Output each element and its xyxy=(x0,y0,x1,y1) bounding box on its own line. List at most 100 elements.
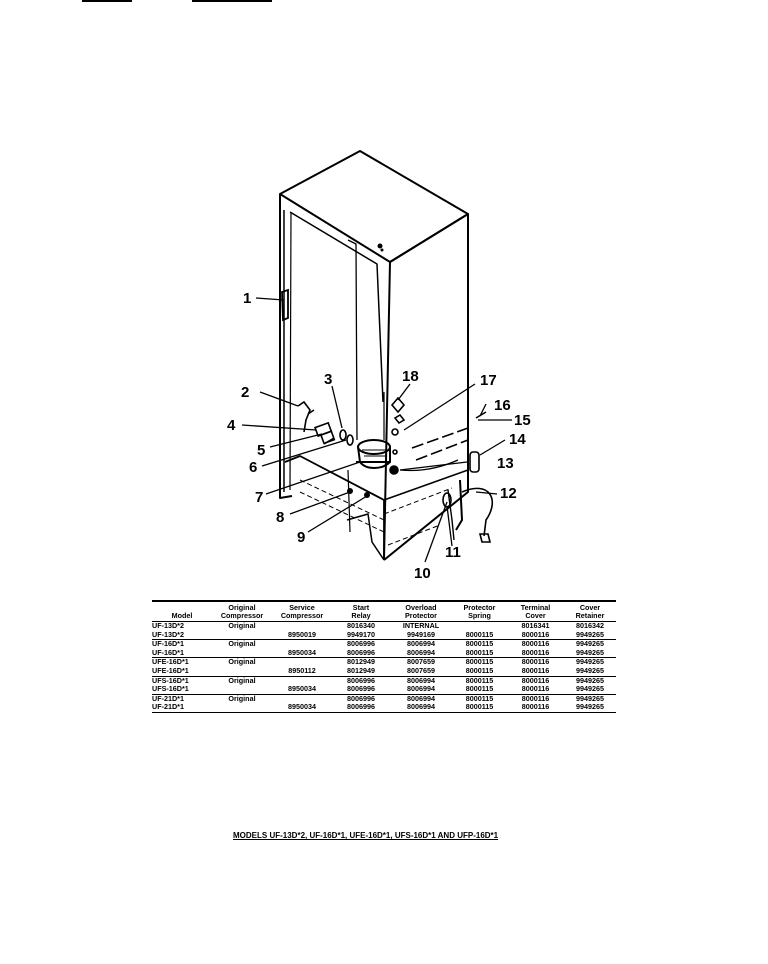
cell-start-relay: 8006996 xyxy=(347,639,375,649)
cell-start-relay: 8006996 xyxy=(332,684,390,695)
cell-original-compressor: Original xyxy=(228,657,256,667)
cell-model: UFS-16D*1 xyxy=(152,684,212,695)
cell-model: UF-16D*1 xyxy=(152,648,212,659)
cell-overload-protector: 8006994 xyxy=(407,675,435,685)
cell-protector-spring: 8000115 xyxy=(452,702,507,713)
callout-6: 6 xyxy=(249,459,257,476)
cell-start-relay: 8006996 xyxy=(347,693,375,703)
callout-14: 14 xyxy=(509,431,526,448)
cell-model: UF-16D*1 xyxy=(152,639,184,649)
compressor-part xyxy=(356,439,391,469)
table-row: UF-16D*1 8950034 8006996 8006994 8000115… xyxy=(152,648,616,659)
cell-cover-retainer: 9949265 xyxy=(576,639,604,649)
cabinet-outline xyxy=(279,150,469,561)
cell-terminal-cover: 8000116 xyxy=(521,675,550,685)
cell-original-compressor xyxy=(212,666,272,677)
leader-lines xyxy=(241,297,512,563)
cell-original-compressor: Original xyxy=(228,621,256,630)
relay-and-overload-parts xyxy=(383,392,459,475)
models-caption: MODELS UF-13D*2, UF-16D*1, UFE-16D*1, UF… xyxy=(233,831,499,840)
cell-terminal-cover: 8000116 xyxy=(507,666,564,677)
callout-5: 5 xyxy=(257,442,265,459)
cell-original-compressor xyxy=(212,648,272,659)
capacitor-and-cord-parts xyxy=(411,411,494,543)
cabinet-screw-dots xyxy=(377,243,384,252)
cell-terminal-cover: 8000116 xyxy=(521,657,550,667)
cell-protector-spring: 8000115 xyxy=(452,648,507,659)
cell-terminal-cover: 8000116 xyxy=(507,630,564,641)
table-row: UF-16D*1 Original 8006996 8006994 800011… xyxy=(152,639,616,649)
cell-terminal-cover: 8000116 xyxy=(507,648,564,659)
cell-cover-retainer: 9949265 xyxy=(564,630,616,641)
cell-original-compressor xyxy=(212,703,272,713)
cell-cover-retainer: 9949265 xyxy=(564,648,616,659)
cell-start-relay: 9949170 xyxy=(332,630,390,641)
table-row: UFE-16D*1 Original 8012949 8007659 80001… xyxy=(152,658,616,667)
callout-10: 10 xyxy=(414,565,431,582)
cell-original-compressor xyxy=(212,630,272,641)
table-row: UF-21D*1 8950034 8006996 8006994 8000115… xyxy=(152,702,616,713)
callout-1: 1 xyxy=(243,290,251,307)
callout-numbers: 1 2 3 4 5 6 7 8 9 10 11 12 13 14 15 16 1… xyxy=(227,290,531,582)
cell-terminal-cover: 8000116 xyxy=(521,693,550,703)
freezer-exploded-diagram: 1 2 3 4 5 6 7 8 9 10 11 12 13 14 15 16 1… xyxy=(227,150,531,582)
cell-overload-protector: 8006994 xyxy=(390,648,452,659)
callout-11: 11 xyxy=(445,544,461,561)
cell-terminal-cover: 8000116 xyxy=(507,702,564,713)
cell-service-compressor: 8950034 xyxy=(272,648,332,659)
header-model: Model xyxy=(152,601,212,622)
cell-start-relay: 8006996 xyxy=(347,675,375,685)
table-row: UFS-16D*1 Original 8006996 8006994 80001… xyxy=(152,676,616,685)
cell-model: UF-13D*2 xyxy=(152,621,184,630)
cell-service-compressor: 8950019 xyxy=(272,630,332,641)
callout-13: 13 xyxy=(497,455,514,472)
cell-terminal-cover: 8000116 xyxy=(521,639,550,649)
callout-2: 2 xyxy=(241,384,249,401)
cell-overload-protector: 8006994 xyxy=(390,702,452,713)
cell-overload-protector: 9949169 xyxy=(390,630,452,641)
cell-protector-spring: 8000115 xyxy=(465,693,494,703)
cell-original-compressor: Original xyxy=(228,693,256,703)
clip-parts xyxy=(314,421,354,446)
cell-protector-spring: 8000115 xyxy=(465,675,494,685)
table-row: UF-21D*1 Original 8006996 8006994 800011… xyxy=(152,694,616,703)
callout-4: 4 xyxy=(227,417,236,434)
cell-overload-protector: 8006994 xyxy=(390,684,452,695)
cell-service-compressor: 8950034 xyxy=(272,702,332,713)
cell-model: UF-21D*1 xyxy=(152,693,184,703)
cell-protector-spring: 8000115 xyxy=(452,684,507,695)
cell-cover-retainer: 9949265 xyxy=(576,693,604,703)
cell-start-relay: 8006996 xyxy=(332,648,390,659)
table-row: UF-13D*2 8950019 9949170 9949169 8000115… xyxy=(152,630,616,641)
cell-terminal-cover: 8016341 xyxy=(521,621,550,630)
door-handle-part xyxy=(281,288,289,322)
cell-model: UFE-16D*1 xyxy=(152,666,212,677)
callout-15: 15 xyxy=(514,412,531,429)
table-row: UFS-16D*1 8950034 8006996 8006994 800011… xyxy=(152,684,616,695)
table-row: UF-13D*2 Original 8016340 INTERNAL 80163… xyxy=(152,621,616,631)
header-rule-left xyxy=(82,0,132,2)
cell-model: UF-13D*2 xyxy=(152,630,212,641)
cell-start-relay: 8016340 xyxy=(347,621,375,630)
table-row: UFE-16D*1 8950112 8012949 8007659 800011… xyxy=(152,666,616,677)
cell-cover-retainer: 9949265 xyxy=(576,675,604,685)
cell-protector-spring: 8000115 xyxy=(465,657,494,667)
cell-terminal-cover: 8000116 xyxy=(507,684,564,695)
callout-17: 17 xyxy=(480,372,497,389)
cell-model: UFS-16D*1 xyxy=(152,675,189,685)
cell-service-compressor: 8950112 xyxy=(272,666,332,677)
cell-overload-protector: 8006994 xyxy=(407,693,435,703)
callout-16: 16 xyxy=(494,397,511,414)
cell-protector-spring: 8000115 xyxy=(452,666,507,677)
cell-cover-retainer: 9949265 xyxy=(564,666,616,677)
cell-start-relay: 8012949 xyxy=(332,666,390,677)
cell-service-compressor: 8950034 xyxy=(272,684,332,695)
callout-3: 3 xyxy=(324,371,332,388)
